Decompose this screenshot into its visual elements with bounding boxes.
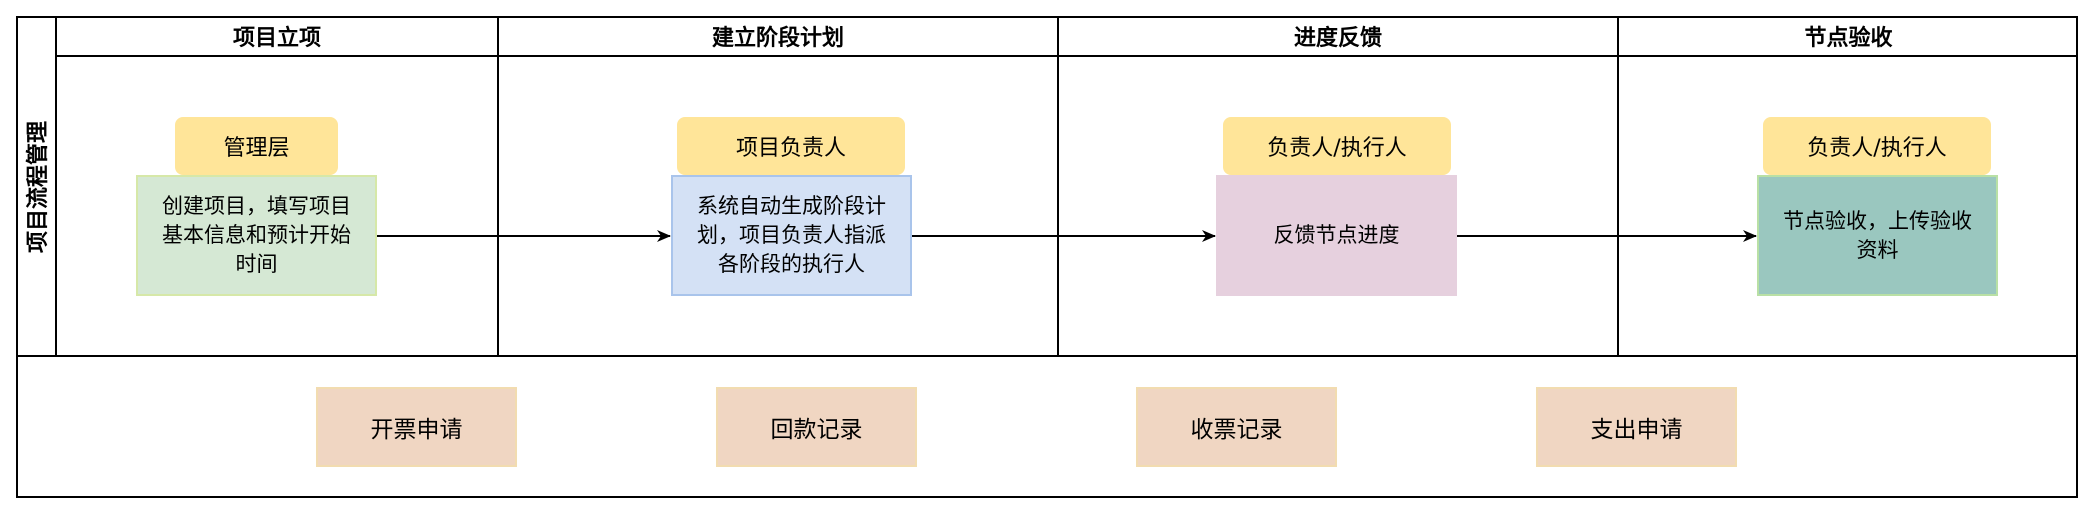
- module-invoice-request[interactable]: 开票申请: [316, 387, 517, 467]
- lane-header-label: 建立阶段计划: [711, 25, 844, 51]
- module-label: 回款记录: [770, 417, 863, 443]
- role-tag-project-owner[interactable]: 项目负责人: [677, 117, 905, 175]
- task-label: 创建项目，填写项目 基本信息和预计开始 时间: [162, 194, 351, 276]
- module-expense-request[interactable]: 支出申请: [1536, 387, 1737, 467]
- task-create-project[interactable]: 创建项目，填写项目 基本信息和预计开始 时间: [136, 175, 377, 296]
- lane-divider: [497, 57, 499, 357]
- lane-header-3: 进度反馈: [1057, 16, 1617, 57]
- lane-header-label: 进度反馈: [1293, 25, 1382, 51]
- lane-header-4: 节点验收: [1617, 16, 2078, 57]
- task-label: 系统自动生成阶段计 划，项目负责人指派 各阶段的执行人: [697, 194, 886, 276]
- lane-header-label: 项目立项: [232, 25, 321, 51]
- task-label: 反馈节点进度: [1273, 223, 1400, 247]
- module-receipt-record[interactable]: 收票记录: [1136, 387, 1337, 467]
- lane-header-2: 建立阶段计划: [497, 16, 1057, 57]
- role-tag-management[interactable]: 管理层: [175, 117, 338, 175]
- task-progress-feedback[interactable]: 反馈节点进度: [1216, 175, 1457, 296]
- role-tag-owner-executor[interactable]: 负责人/执行人: [1223, 117, 1451, 175]
- module-label: 支出申请: [1590, 417, 1683, 443]
- lane-divider: [1057, 57, 1059, 357]
- module-container: [16, 355, 2078, 498]
- role-tag-label: 项目负责人: [735, 136, 846, 161]
- role-tag-owner-executor[interactable]: 负责人/执行人: [1763, 117, 1991, 175]
- module-label: 收票记录: [1190, 417, 1283, 443]
- task-stage-plan[interactable]: 系统自动生成阶段计 划，项目负责人指派 各阶段的执行人: [671, 175, 912, 296]
- role-tag-label: 管理层: [223, 136, 290, 161]
- module-payment-record[interactable]: 回款记录: [716, 387, 917, 467]
- task-node-acceptance[interactable]: 节点验收，上传验收 资料: [1757, 175, 1998, 296]
- module-label: 开票申请: [370, 417, 463, 443]
- role-tag-label: 负责人/执行人: [1807, 136, 1947, 161]
- task-label: 节点验收，上传验收 资料: [1783, 208, 1972, 262]
- role-tag-label: 负责人/执行人: [1267, 136, 1407, 161]
- lane-header-1: 项目立项: [57, 16, 497, 57]
- lane-header-label: 节点验收: [1804, 25, 1893, 51]
- pool-title-column: 项目流程管理: [16, 16, 57, 357]
- lane-divider: [1617, 57, 1619, 357]
